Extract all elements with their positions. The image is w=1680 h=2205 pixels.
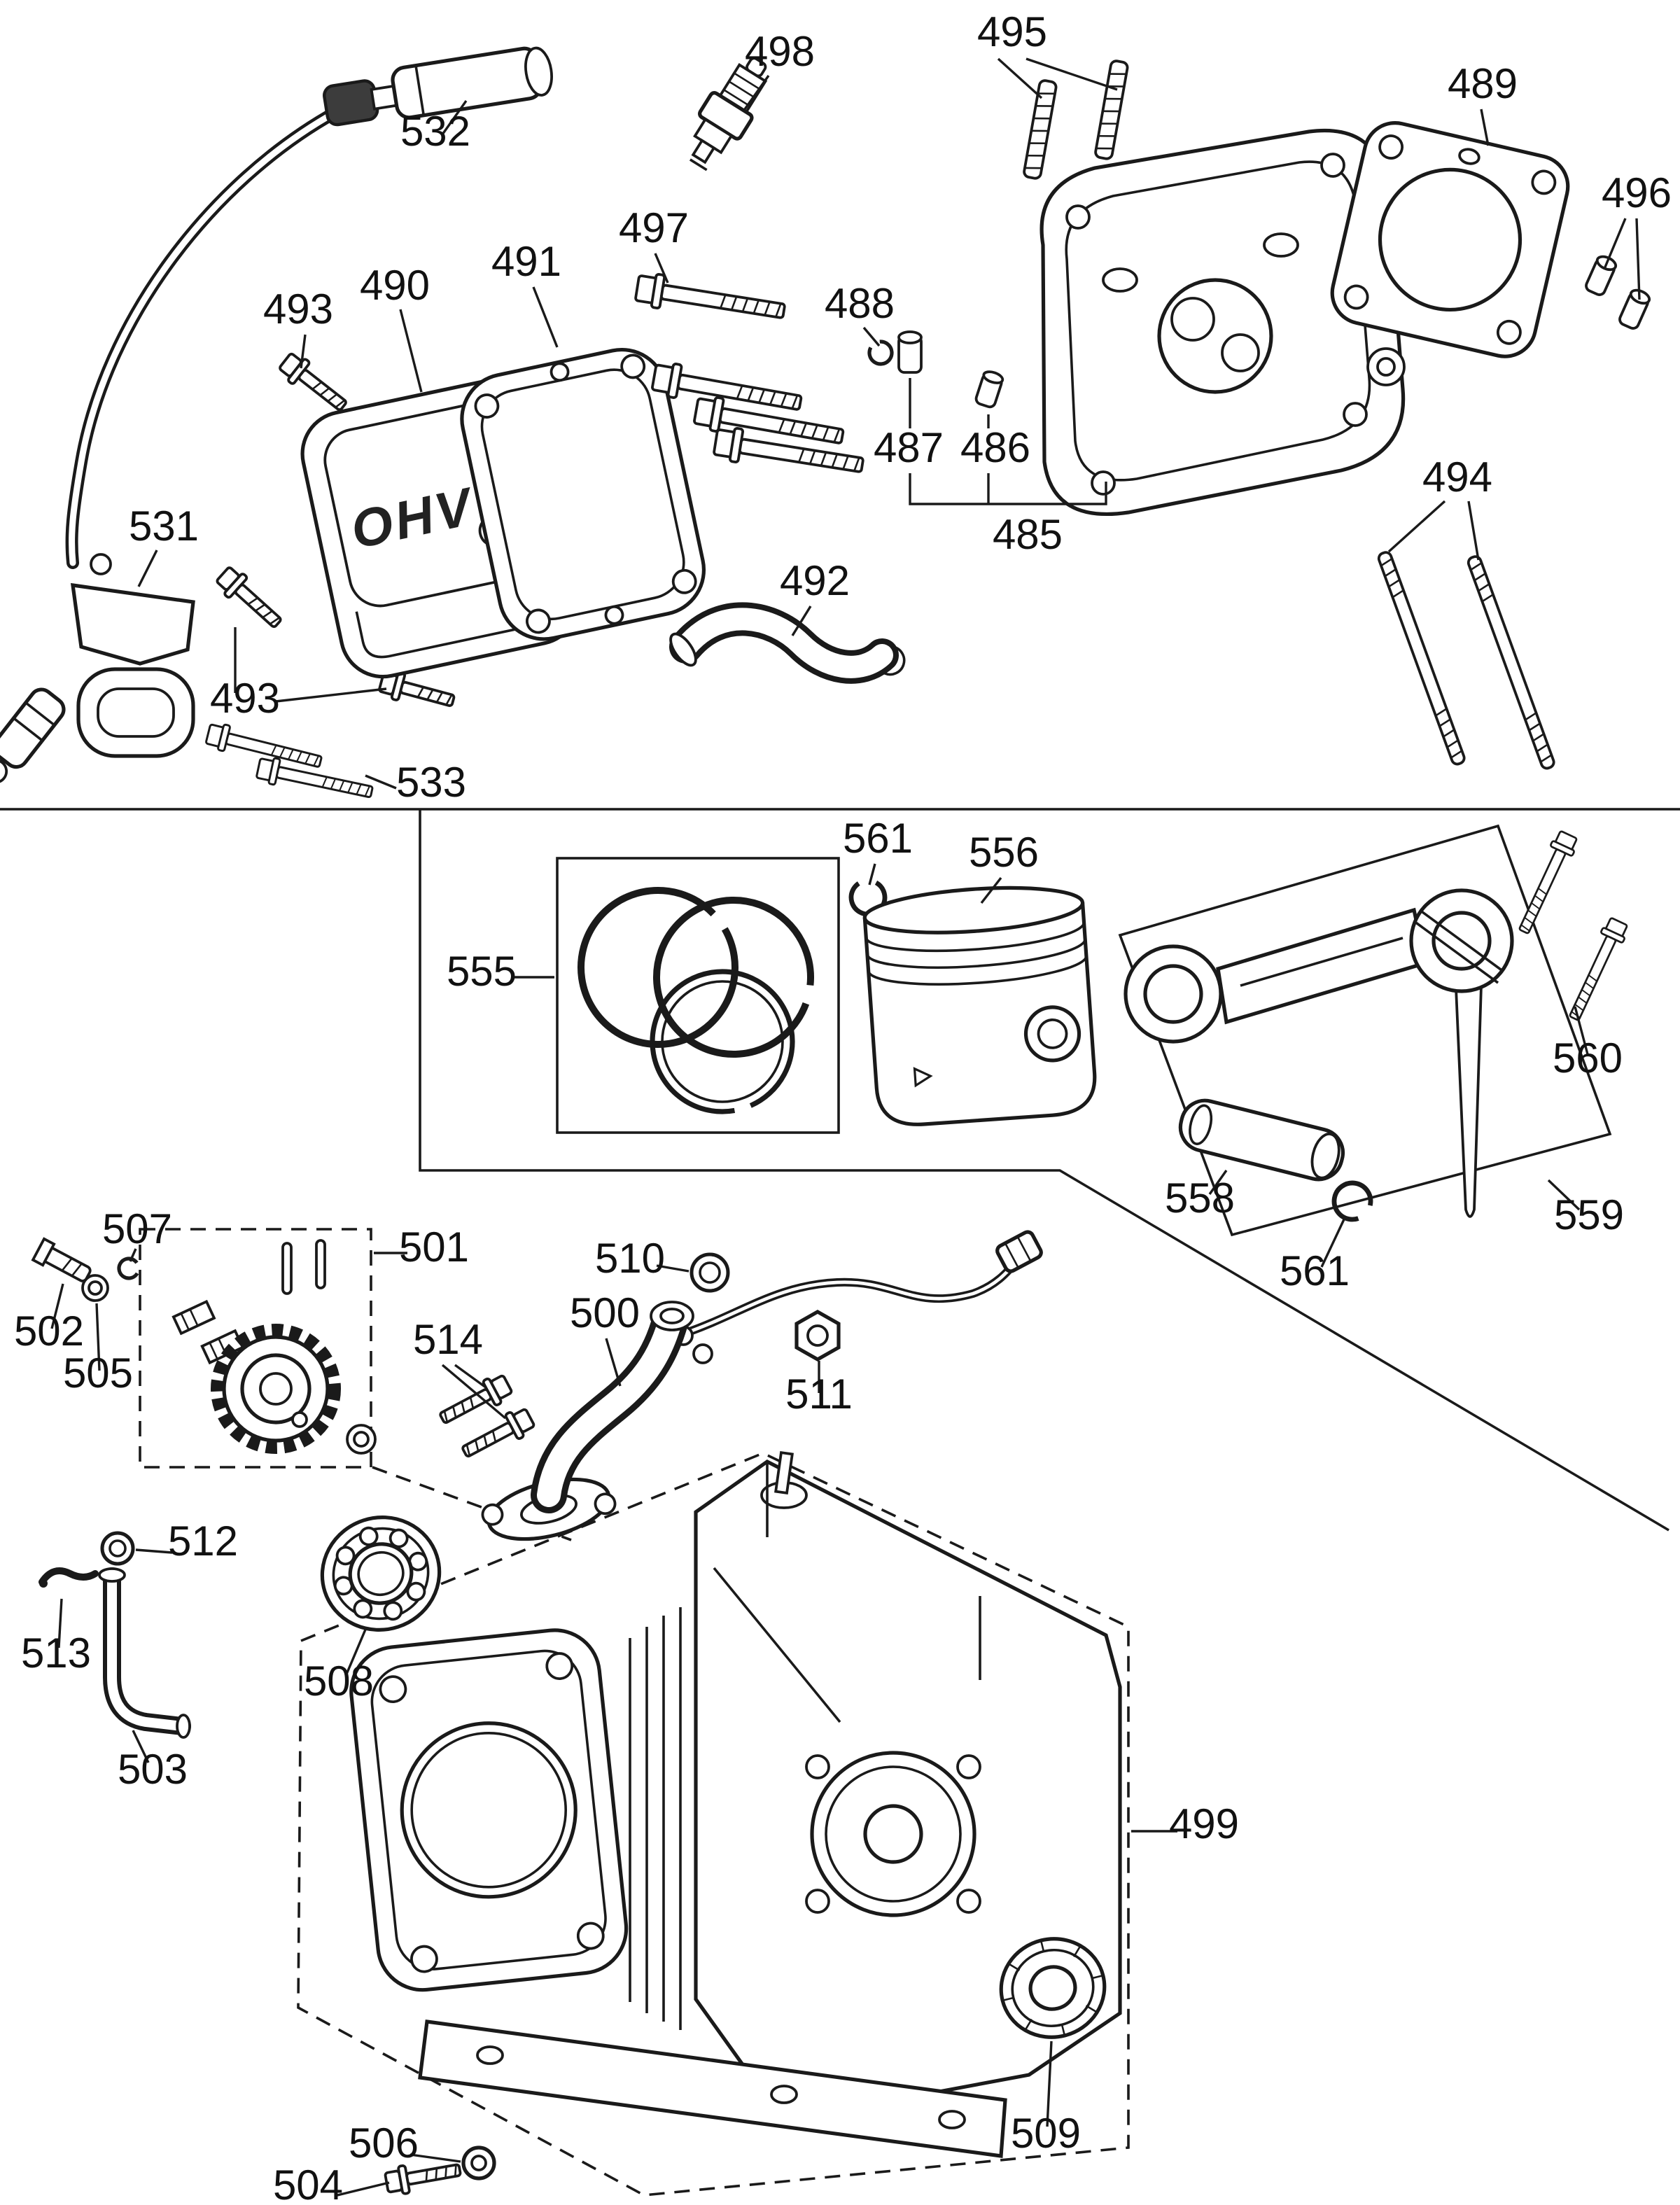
label-509: 509: [1011, 2110, 1081, 2157]
bolt-493-b: [211, 562, 289, 636]
label-533: 533: [396, 759, 466, 806]
label-505: 505: [63, 1350, 133, 1396]
label-497: 497: [619, 204, 689, 251]
part-494-studs: [1376, 550, 1557, 771]
part-486-pin: [974, 370, 1004, 409]
label-532: 532: [400, 108, 470, 155]
part-559-connecting-rod: [1124, 888, 1514, 1218]
label-531: 531: [129, 503, 199, 550]
label-506: 506: [349, 2120, 419, 2166]
part-501-governor-assembly: [172, 1239, 377, 1455]
part-560-bolts: [1511, 828, 1632, 1025]
governor-gear-teeth: [211, 1324, 341, 1454]
part-509-oil-seal: [999, 1937, 1107, 2039]
part-488-clip: [867, 340, 894, 366]
part-561-circlip-b: [1331, 1180, 1373, 1222]
label-501: 501: [399, 1224, 469, 1270]
label-508: 508: [304, 1658, 374, 1704]
part-513-clip: [38, 1567, 99, 1588]
part-512-seal-ring: [100, 1531, 135, 1566]
stud-495-a: [1021, 78, 1058, 181]
label-503: 503: [118, 1746, 188, 1793]
label-496: 496: [1602, 169, 1672, 216]
label-510: 510: [595, 1235, 665, 1282]
label-499: 499: [1169, 1800, 1239, 1847]
bolt-514-b: [456, 1404, 538, 1466]
part-labels: 532 498 495 489 496 497 491 490 493 488 …: [14, 8, 1672, 2205]
label-514: 514: [413, 1316, 483, 1363]
part-506-washer: [461, 2146, 496, 2180]
part-489-head-gasket: [1330, 121, 1570, 358]
label-504: 504: [273, 2162, 343, 2205]
part-503-oil-pipe: [98, 1567, 191, 1739]
part-558-piston-pin: [1178, 1098, 1345, 1182]
stud-494-b: [1465, 554, 1557, 771]
bolt-560-a: [1511, 828, 1581, 938]
label-511: 511: [785, 1371, 853, 1418]
part-491-valve-cover-gasket: [460, 347, 706, 641]
label-507: 507: [102, 1205, 172, 1252]
label-556: 556: [969, 829, 1039, 876]
piston-section-frame: [419, 809, 1670, 1532]
label-561-a: 561: [843, 815, 913, 862]
part-485-cylinder-head: [1040, 128, 1406, 517]
label-555: 555: [447, 948, 517, 995]
part-487-pin: [897, 330, 923, 374]
label-485: 485: [993, 511, 1063, 558]
spark-plug-cap: [0, 687, 66, 784]
label-495: 495: [977, 8, 1047, 55]
label-488: 488: [825, 280, 895, 327]
part-500-oil-filler-tube: [481, 1301, 694, 1541]
leader-lines: [50, 57, 1641, 2197]
governor-dashed-box: [139, 1228, 372, 1469]
label-489: 489: [1448, 60, 1518, 107]
part-555-piston-ring-set: [578, 887, 814, 1114]
oil-sensor-wire-harness: [673, 1230, 1043, 1364]
ring-set-box: [556, 857, 840, 1134]
part-510-oring: [690, 1252, 730, 1293]
label-558: 558: [1165, 1175, 1235, 1222]
label-493-b: 493: [210, 675, 280, 722]
part-514-bolts: [434, 1370, 538, 1466]
label-561-b: 561: [1280, 1247, 1350, 1294]
part-531-ignition-coil: [0, 106, 342, 784]
label-490: 490: [360, 262, 430, 309]
part-505-washer: [81, 1274, 109, 1302]
label-560: 560: [1553, 1035, 1623, 1082]
part-556-piston: [862, 886, 1097, 1126]
label-492: 492: [780, 557, 850, 604]
stud-495-b: [1093, 59, 1130, 161]
label-486: 486: [960, 424, 1030, 471]
part-533-bolts: [204, 720, 376, 806]
part-492-breather-tube: [669, 602, 906, 684]
part-508-bearing: [320, 1516, 442, 1632]
label-494: 494: [1422, 454, 1492, 500]
part-502-shaft: [31, 1237, 92, 1282]
label-491: 491: [491, 238, 561, 285]
label-512: 512: [168, 1518, 238, 1564]
crankcase-dashed-outline: [297, 1452, 1130, 2197]
part-507-clip: [117, 1256, 141, 1280]
part-495-studs: [1021, 59, 1130, 181]
stud-494-a: [1376, 550, 1467, 767]
part-496-bolts: [1585, 255, 1651, 330]
bolt-497-a: [633, 270, 788, 330]
bolt-493-a: [274, 348, 354, 419]
part-498-spark-plug: [689, 57, 768, 172]
label-487: 487: [874, 424, 944, 471]
part-532-spark-plug-wrench: [323, 46, 553, 127]
part-499-crankcase: [349, 1451, 1122, 2158]
label-500: 500: [570, 1289, 640, 1336]
cylinder-flange: [349, 1628, 629, 1992]
part-511-nut: [794, 1310, 841, 1362]
label-493-a: 493: [263, 286, 333, 332]
label-502: 502: [14, 1308, 84, 1354]
bolt-560-b: [1562, 915, 1632, 1025]
label-559: 559: [1554, 1191, 1624, 1238]
label-513: 513: [21, 1630, 91, 1676]
label-498: 498: [745, 28, 815, 75]
